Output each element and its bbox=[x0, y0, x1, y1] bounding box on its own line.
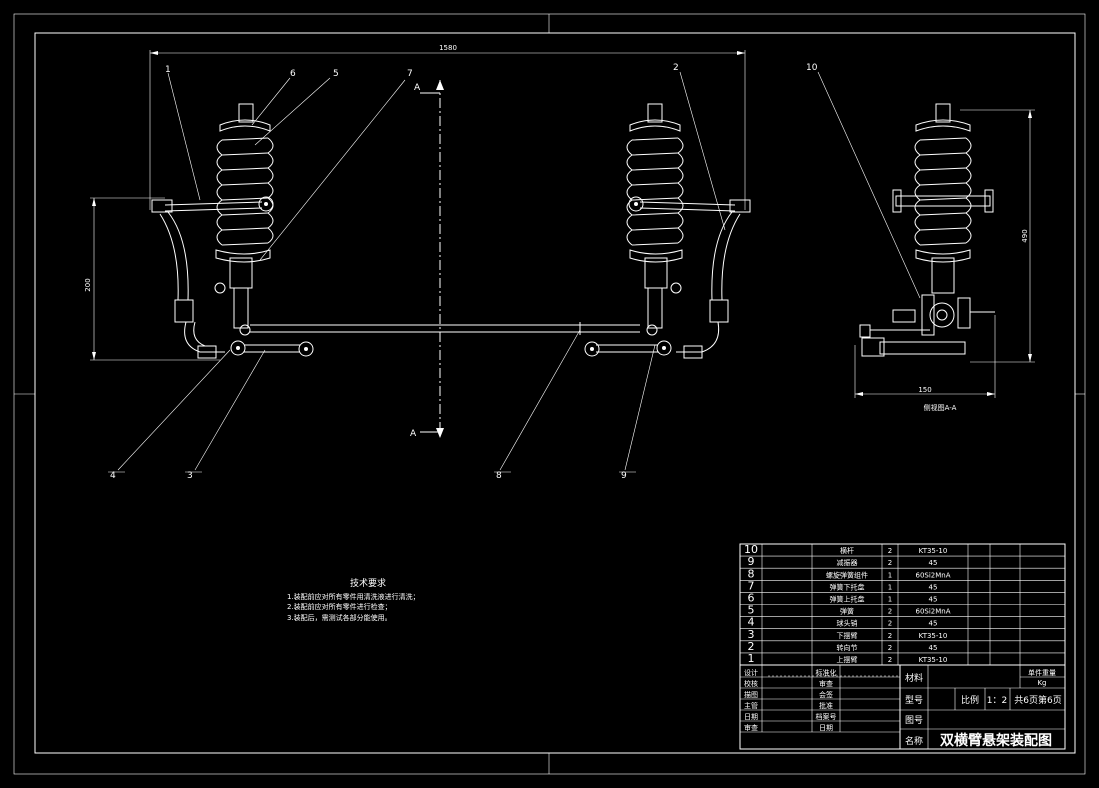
part-name: 弹簧下托盘 bbox=[830, 582, 865, 591]
scale-label: 比例 bbox=[961, 694, 979, 706]
part-name: 弹簧上托盘 bbox=[830, 595, 865, 604]
balloon-7: 7 bbox=[407, 69, 413, 79]
part-material: KT35-10 bbox=[919, 632, 948, 640]
part-name: 横杆 bbox=[840, 546, 854, 555]
part-material: KT35-10 bbox=[919, 656, 948, 664]
part-material: 45 bbox=[929, 559, 938, 567]
balloon-1: 1 bbox=[165, 65, 171, 75]
part-no: 3 bbox=[748, 628, 755, 641]
balloon-6-top: 6 bbox=[290, 69, 296, 79]
part-material: 45 bbox=[929, 583, 938, 591]
part-qty: 2 bbox=[888, 608, 892, 616]
side-view: 490 150 侧视图A-A 10 bbox=[806, 63, 1035, 412]
signer-role: 主管 bbox=[744, 701, 758, 710]
side-view-caption: 侧视图A-A bbox=[924, 403, 957, 412]
drawing-name: 双横臂悬架装配图 bbox=[940, 732, 1052, 749]
part-material: 60Si2MnA bbox=[915, 608, 950, 616]
part-name: 转向节 bbox=[837, 643, 858, 652]
part-name: 减振器 bbox=[837, 558, 858, 567]
model-label: 型号 bbox=[905, 695, 923, 706]
tech-req-item-2: 2.装配前应对所有零件进行检查； bbox=[287, 602, 392, 611]
balloon-10: 10 bbox=[806, 63, 818, 73]
left-lower-arm bbox=[230, 324, 314, 357]
part-no: 8 bbox=[748, 567, 755, 580]
part-no: 1 bbox=[748, 652, 755, 665]
material-label: 材料 bbox=[905, 672, 923, 684]
part-no: 7 bbox=[748, 579, 755, 592]
part-qty: 2 bbox=[888, 644, 892, 652]
signer-role2: 批准 bbox=[819, 701, 833, 710]
unit-weight-label: 单件重量 bbox=[1028, 668, 1056, 677]
section-mark-top: A bbox=[414, 83, 421, 93]
right-lower-arm bbox=[584, 324, 672, 357]
left-knuckle bbox=[159, 211, 225, 359]
part-name: 球头销 bbox=[837, 619, 858, 628]
part-name: 下摆臂 bbox=[837, 631, 858, 640]
section-mark-bottom: A bbox=[410, 429, 417, 439]
part-qty: 2 bbox=[888, 559, 892, 567]
part-material: KT35-10 bbox=[919, 547, 948, 555]
dim-width-side: 150 bbox=[918, 386, 931, 394]
part-qty: 2 bbox=[888, 632, 892, 640]
weight-unit: Kg bbox=[1037, 679, 1046, 687]
name-label: 名称 bbox=[905, 735, 923, 747]
tech-requirements: 技术要求 1.装配前应对所有零件用清洗液进行清洗； 2.装配前应对所有零件进行检… bbox=[287, 577, 420, 622]
part-material: 45 bbox=[929, 644, 938, 652]
title-block: 材料 单件重量 Kg 型号 比例 1：2 共6页第6页 图号 名称 双横臂悬架装… bbox=[739, 664, 1066, 750]
part-no: 5 bbox=[748, 604, 755, 617]
sheet-info: 共6页第6页 bbox=[1014, 694, 1061, 706]
scale-value: 1：2 bbox=[987, 696, 1007, 706]
part-name: 上摆臂 bbox=[837, 655, 858, 664]
dim-overall-width: 1580 bbox=[439, 44, 457, 52]
dim-height-left: 200 bbox=[84, 278, 92, 291]
part-material: 60Si2MnA bbox=[915, 571, 950, 579]
right-strut bbox=[626, 103, 684, 329]
tech-req-title: 技术要求 bbox=[350, 577, 386, 589]
balloon-3: 3 bbox=[187, 471, 193, 481]
part-no: 2 bbox=[748, 640, 755, 653]
signer-role2: 会签 bbox=[819, 690, 833, 699]
tech-req-item-1: 1.装配前应对所有零件用清洗液进行清洗； bbox=[287, 592, 420, 601]
left-upper-arm bbox=[151, 196, 274, 213]
part-no: 9 bbox=[748, 555, 755, 568]
left-strut bbox=[214, 103, 274, 329]
inner-frame bbox=[34, 32, 1076, 754]
signer-role: 日期 bbox=[744, 713, 758, 721]
signer-role2: 日期 bbox=[819, 724, 833, 732]
dim-height-side: 490 bbox=[1021, 229, 1029, 242]
part-material: 45 bbox=[929, 620, 938, 628]
balloon-4: 4 bbox=[110, 471, 116, 481]
balloon-5: 5 bbox=[333, 69, 339, 79]
part-no: 4 bbox=[748, 616, 755, 629]
balloon-2: 2 bbox=[673, 63, 679, 73]
tech-req-item-3: 3.装配后，需测试各部分能使用。 bbox=[287, 613, 392, 622]
part-qty: 1 bbox=[888, 571, 892, 579]
signer-role: 设计 bbox=[744, 668, 758, 677]
part-qty: 2 bbox=[888, 547, 892, 555]
signer-role: 审查 bbox=[744, 723, 758, 732]
front-view: 1580 200 A A bbox=[84, 44, 751, 481]
signer-role2: 标准化 bbox=[816, 668, 837, 677]
part-no: 10 bbox=[744, 543, 758, 556]
part-no: 6 bbox=[748, 592, 755, 605]
part-material: 45 bbox=[929, 596, 938, 604]
balloon-9: 9 bbox=[621, 471, 627, 481]
part-qty: 1 bbox=[888, 583, 892, 591]
part-name: 螺旋弹簧组件 bbox=[826, 570, 868, 579]
signer-role: 校核 bbox=[744, 679, 758, 688]
drawing-no-label: 图号 bbox=[905, 715, 923, 726]
part-qty: 2 bbox=[888, 656, 892, 664]
part-qty: 2 bbox=[888, 620, 892, 628]
tie-rod bbox=[250, 322, 640, 335]
balloon-8: 8 bbox=[496, 471, 502, 481]
signer-role: 描图 bbox=[744, 690, 758, 699]
signer-role2: 审查 bbox=[819, 679, 833, 688]
part-name: 弹簧 bbox=[840, 607, 854, 616]
right-knuckle bbox=[676, 211, 741, 359]
part-qty: 1 bbox=[888, 596, 892, 604]
signer-role2: 档案号 bbox=[816, 712, 837, 721]
